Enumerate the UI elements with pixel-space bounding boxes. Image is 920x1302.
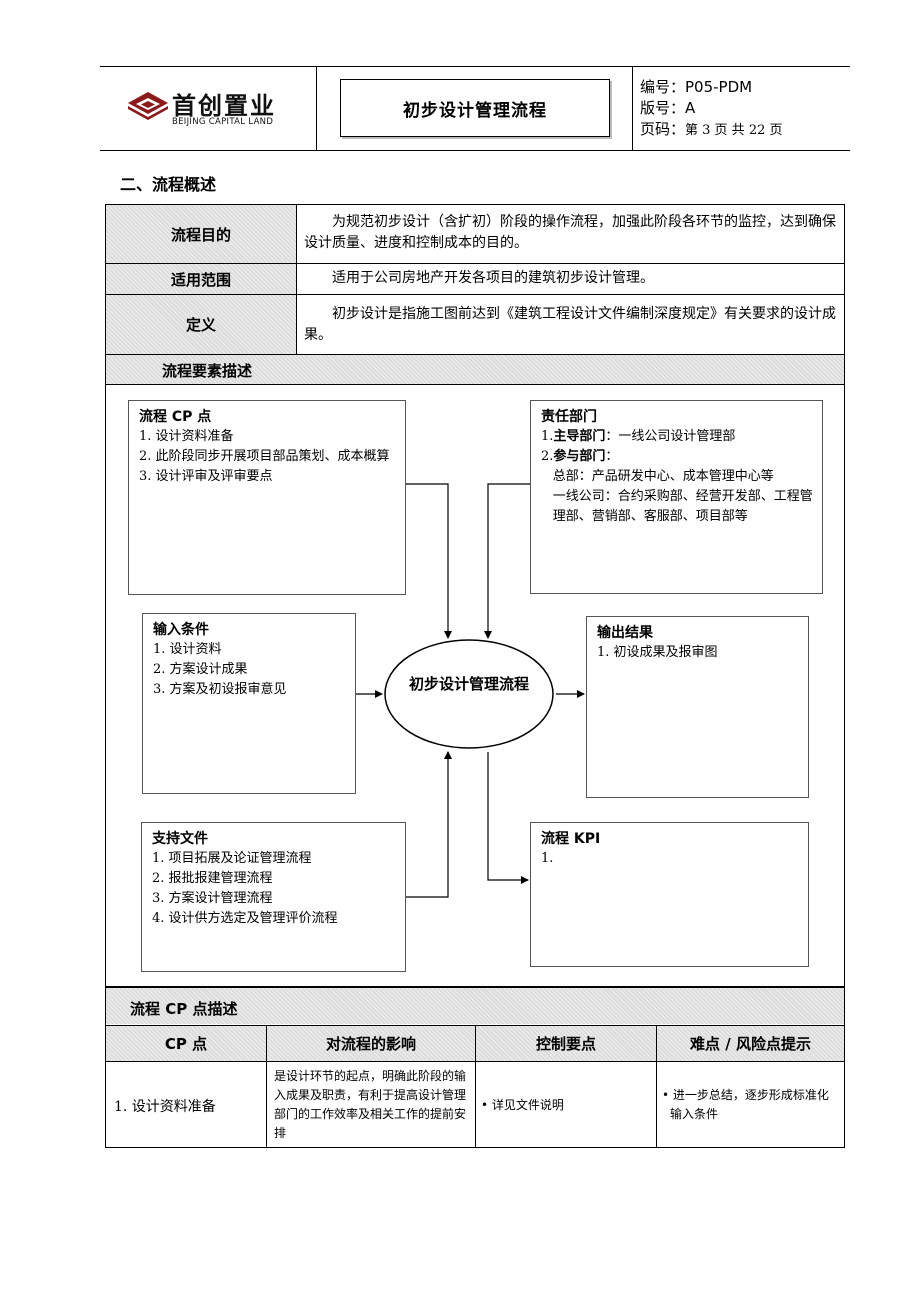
- elements-label: 流程要素描述: [162, 362, 253, 380]
- cp-header-risk: 难点 / 风险点提示: [690, 1035, 811, 1053]
- center-ellipse: [384, 639, 554, 749]
- purpose-label: 流程目的: [170, 225, 231, 244]
- cp-header-impact: 对流程的影响: [325, 1035, 416, 1053]
- row-rule-3: [105, 354, 845, 355]
- cp-row-risk: • 进一步总结，逐步形成标准化输入条件: [662, 1088, 829, 1121]
- list-item: 2. 方案设计成果: [153, 662, 248, 677]
- scope-label: 适用范围: [170, 270, 231, 289]
- header-divider-right: [632, 66, 633, 150]
- cp-table-title: 流程 CP 点描述: [130, 1000, 238, 1018]
- overview-table: [105, 204, 845, 987]
- cp-col-2: [475, 1025, 476, 1147]
- page-number: 第 3 页 共 22 页: [685, 123, 783, 138]
- cp-row-impact: 是设计环节的起点，明确此阶段的输入成果及职责，有利于提高设计管理部门的工作效率及…: [274, 1069, 467, 1140]
- dept-main-label: 主导部门: [553, 429, 606, 444]
- dept-part-prefix: 2.: [541, 449, 554, 464]
- arrow-support-to-center: [406, 751, 452, 898]
- kpi-box: 流程 KPI 1.: [530, 822, 809, 967]
- cp-col-3: [656, 1025, 657, 1147]
- dept-local: 一线公司：合约采购部、经营开发部、工程管理部、营销部、客服部、项目部等: [552, 489, 813, 524]
- def-label: 定义: [185, 316, 216, 334]
- dept-part-colon: ：: [605, 449, 619, 464]
- support-box: 支持文件 1. 项目拓展及论证管理流程 2. 报批报建管理流程 3. 方案设计管…: [141, 822, 406, 972]
- def-label-cell: [106, 295, 296, 354]
- doc-version: 版号：A: [640, 99, 696, 117]
- output-box: 输出结果 1. 初设成果及报审图: [586, 616, 809, 798]
- header-divider-left: [316, 66, 317, 150]
- dept-box: 责任部门 1.主导部门：一线公司设计管理部 2.参与部门： 总部：产品研发中心、…: [530, 400, 823, 594]
- list-item: 1. 设计资料: [153, 642, 222, 657]
- list-item: 3. 方案设计管理流程: [152, 891, 273, 906]
- header-top-rule: [100, 66, 850, 67]
- elements-label-cell: [106, 355, 844, 384]
- list-item: 3. 方案及初设报审意见: [153, 682, 287, 697]
- cp-box-title: 流程 CP 点: [139, 409, 212, 425]
- diagram-connectors: [356, 483, 585, 898]
- kpi-box-title: 流程 KPI: [541, 831, 601, 847]
- logo-mark-icon: [128, 92, 168, 120]
- col-rule: [296, 204, 297, 354]
- doc-title: 初步设计管理流程: [403, 100, 547, 121]
- input-box-title: 输入条件: [153, 622, 209, 638]
- list-item: 4. 设计供方选定及管理评价流程: [152, 911, 338, 926]
- scope-label-cell: [106, 264, 296, 294]
- purpose-label-cell: [106, 205, 296, 263]
- dept-part: 2.参与部门：: [541, 447, 814, 467]
- dept-box-title: 责任部门: [541, 409, 597, 425]
- support-box-title: 支持文件: [152, 831, 208, 847]
- output-box-title: 输出结果: [597, 625, 653, 641]
- list-item: 1. 设计资料准备: [139, 429, 234, 444]
- cp-col-1: [266, 1025, 267, 1147]
- arrow-cp-to-center: [406, 483, 452, 639]
- scope-text: 适用于公司房地产开发各项目的建筑初步设计管理。: [332, 270, 654, 286]
- header-bottom-rule: [100, 150, 850, 151]
- list-item: 2. 报批报建管理流程: [152, 871, 273, 886]
- cp-row-control: • 详见文件说明: [481, 1098, 564, 1112]
- list-item: 1.: [541, 851, 554, 866]
- arrow-dept-to-center: [484, 483, 530, 639]
- logo-chinese: 首创置业: [172, 92, 276, 120]
- doc-page: 页码：第 3 页 共 22 页: [640, 119, 783, 140]
- dept-main: 1.主导部门：一线公司设计管理部: [541, 427, 814, 447]
- arrow-center-to-kpi: [487, 752, 529, 884]
- page-label: 页码：: [640, 120, 686, 138]
- def-text: 初步设计是指施工图前达到《建筑工程设计文件编制深度规定》有关要求的设计成果。: [304, 306, 836, 343]
- row-rule-1: [105, 263, 845, 264]
- purpose-text: 为规范初步设计（含扩初）阶段的操作流程，加强此阶段各环节的监控，达到确保设计质量…: [304, 214, 836, 251]
- list-item: 1. 项目拓展及论证管理流程: [152, 851, 312, 866]
- cp-row-cp: 1. 设计资料准备: [114, 1099, 216, 1115]
- cp-table-title-cell: [106, 988, 844, 1024]
- input-box: 输入条件 1. 设计资料 2. 方案设计成果 3. 方案及初设报审意见: [142, 613, 356, 794]
- cp-header-control: 控制要点: [535, 1035, 596, 1053]
- list-item: 2. 此阶段同步开展项目部品策划、成本概算: [139, 449, 390, 464]
- dept-hq: 总部：产品研发中心、成本管理中心等: [552, 469, 774, 484]
- section-title: 二、流程概述: [120, 175, 217, 194]
- row-rule-2: [105, 294, 845, 295]
- center-process-label: 初步设计管理流程: [408, 675, 529, 693]
- cp-header-cp: CP 点: [164, 1035, 208, 1053]
- doc-title-box: 初步设计管理流程: [340, 79, 610, 137]
- list-item: 1. 初设成果及报审图: [597, 645, 718, 660]
- list-item: 3. 设计评审及评审要点: [139, 469, 273, 484]
- doc-meta: 编号：P05-PDM 版号：A 页码：第 3 页 共 22 页: [640, 77, 783, 140]
- dept-main-value: ：一线公司设计管理部: [605, 429, 736, 444]
- dept-main-prefix: 1.: [541, 429, 554, 444]
- doc-code: 编号：P05-PDM: [640, 78, 753, 96]
- dept-part-label: 参与部门: [553, 449, 606, 464]
- row-rule-4: [105, 384, 845, 385]
- cp-table: [105, 987, 845, 1148]
- cp-box: 流程 CP 点 1. 设计资料准备 2. 此阶段同步开展项目部品策划、成本概算 …: [128, 400, 406, 595]
- company-logo: 首创置业 BEIJING CAPITAL LAND: [126, 86, 306, 132]
- logo-english: BEIJING CAPITAL LAND: [172, 117, 274, 127]
